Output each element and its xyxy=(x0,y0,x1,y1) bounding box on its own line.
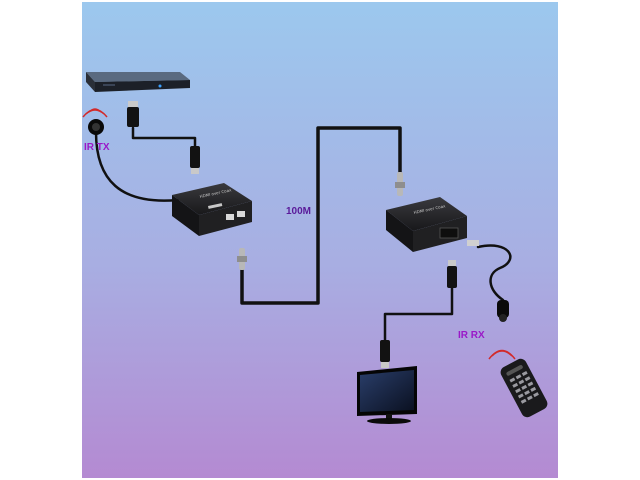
signal-waves-tx-icon xyxy=(82,108,108,118)
hdmi-plug-tx xyxy=(190,146,200,174)
receiver-box: HDMI over Coax xyxy=(386,197,479,252)
cables xyxy=(94,126,512,342)
ir-rx-cable xyxy=(476,244,512,302)
ir-tx-label: IR TX xyxy=(84,142,110,153)
tv xyxy=(357,366,417,424)
svg-text:HDMI over Coax: HDMI over Coax xyxy=(199,187,232,199)
transmitter-box: HDMI over Coax xyxy=(172,183,252,236)
ir-tx-cable xyxy=(94,130,180,202)
hdmi-cable-tv xyxy=(383,283,454,342)
remote-body xyxy=(500,358,548,418)
hdmi-plug-rx xyxy=(447,260,457,288)
ir-tx-emitter xyxy=(82,108,108,135)
coax-plug-tx xyxy=(237,248,247,270)
hdmi-plug-source xyxy=(127,101,139,127)
remote-control xyxy=(488,349,548,418)
hdmi-cable-source xyxy=(131,126,197,152)
coax-cable-100m xyxy=(240,126,402,305)
ir-rx-receiver xyxy=(497,300,509,322)
coax-plug-rx xyxy=(395,172,405,196)
cable-length-label: 100M xyxy=(286,206,311,217)
ir-rx-label: IR RX xyxy=(458,330,485,341)
svg-text:HDMI over Coax: HDMI over Coax xyxy=(413,203,446,215)
hdmi-plug-tv xyxy=(380,340,390,368)
bnc-connectors-tx xyxy=(226,211,245,220)
signal-waves-rx-icon xyxy=(488,349,516,360)
hdmi-source-device xyxy=(86,72,190,92)
